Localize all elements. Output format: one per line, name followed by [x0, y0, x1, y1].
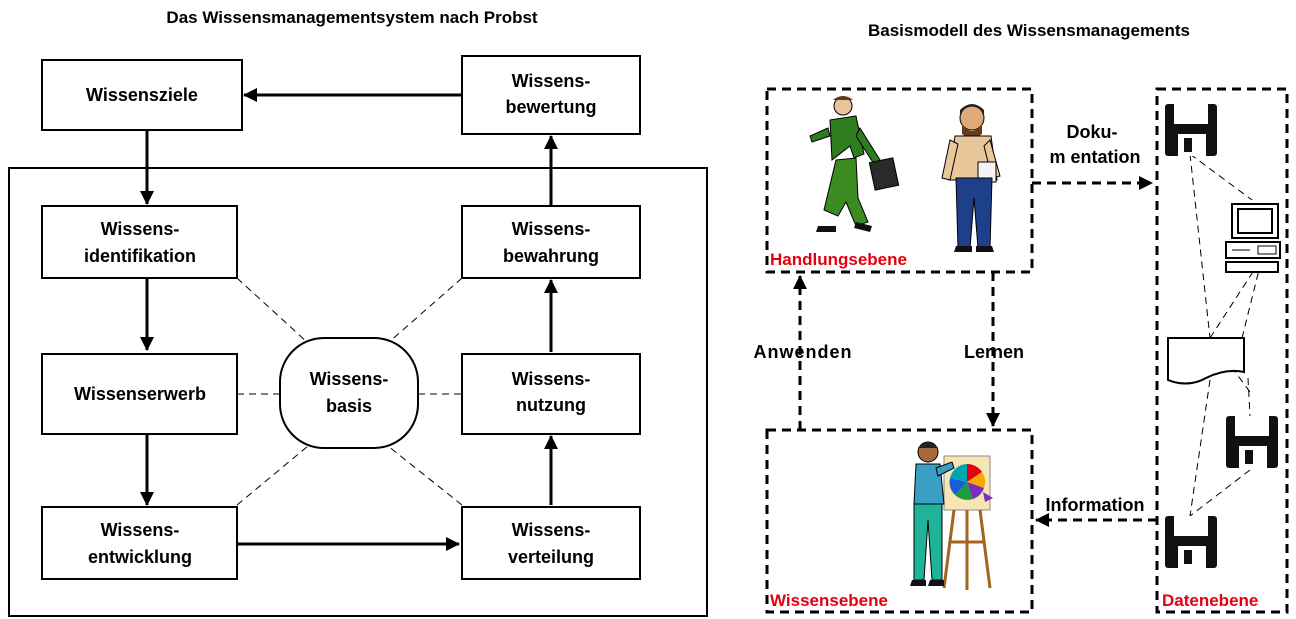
- wissensebene-frame: [765, 428, 1034, 614]
- right-title: Basismodell des Wissensmanagements: [868, 21, 1190, 40]
- floppy-disk-icon: [1165, 104, 1217, 156]
- document-icon: [1167, 337, 1245, 385]
- svg-text:bewahrung: bewahrung: [503, 246, 599, 266]
- svg-text:bewertung: bewertung: [505, 97, 596, 117]
- datenebene-label: Datenebene: [1162, 591, 1258, 610]
- svg-text:Wissens-: Wissens-: [101, 219, 180, 239]
- box-wissensidentifikation: Wissens- identifikation: [41, 205, 238, 279]
- datenebene-frame: [1155, 87, 1289, 614]
- box-wissensnutzung: Wissens- nutzung: [461, 353, 641, 435]
- box-wissensbewahrung: Wissens- bewahrung: [461, 205, 641, 279]
- computer-icon: [1225, 203, 1281, 273]
- floppy-disk-icon: [1165, 516, 1217, 568]
- lernen-label: Lernen: [964, 342, 1024, 362]
- flow-arrows: [140, 88, 558, 551]
- box-wissensziele: Wissensziele: [41, 59, 243, 131]
- svg-text:Wissens-: Wissens-: [512, 369, 591, 389]
- svg-text:Wissens-: Wissens-: [101, 520, 180, 540]
- knowledge-system-frame: [8, 167, 708, 617]
- svg-text:nutzung: nutzung: [516, 395, 586, 415]
- anwenden-label: Anwenden: [753, 342, 852, 362]
- worker-icon: [941, 104, 1001, 252]
- box-wissensentwicklung: Wissens- entwicklung: [41, 506, 238, 580]
- handlungsebene-label: Handlungsebene: [770, 250, 907, 269]
- doku-label-2: m entation: [1049, 147, 1140, 167]
- svg-text:Wissens-: Wissens-: [512, 71, 591, 91]
- data-links: [1189, 153, 1263, 517]
- svg-text:Wissenserwerb: Wissenserwerb: [74, 384, 206, 404]
- basis-connectors: [236, 277, 463, 506]
- svg-text:verteilung: verteilung: [508, 547, 594, 567]
- svg-text:basis: basis: [326, 396, 372, 416]
- right-arrows: [793, 176, 1157, 527]
- svg-text:identifikation: identifikation: [84, 246, 196, 266]
- box-wissensbewertung: Wissens- bewertung: [461, 55, 641, 135]
- presenter-easel-icon: [910, 441, 993, 590]
- wissensebene-label: Wissensebene: [770, 591, 888, 610]
- businessman-icon: [809, 96, 900, 232]
- floppy-disk-icon: [1226, 416, 1278, 468]
- svg-text:Wissens-: Wissens-: [310, 369, 389, 389]
- box-wissensbasis: Wissens- basis: [279, 337, 419, 449]
- svg-text:Wissens-: Wissens-: [512, 219, 591, 239]
- doku-label-1: Doku-: [1067, 122, 1118, 142]
- information-label: Information: [1046, 495, 1145, 515]
- svg-text:entwicklung: entwicklung: [88, 547, 192, 567]
- box-wissensverteilung: Wissens- verteilung: [461, 506, 641, 580]
- box-wissenserwerb: Wissenserwerb: [41, 353, 238, 435]
- svg-text:Wissens-: Wissens-: [512, 520, 591, 540]
- left-title: Das Wissensmanagementsystem nach Probst: [166, 8, 537, 27]
- svg-text:Wissensziele: Wissensziele: [86, 85, 198, 105]
